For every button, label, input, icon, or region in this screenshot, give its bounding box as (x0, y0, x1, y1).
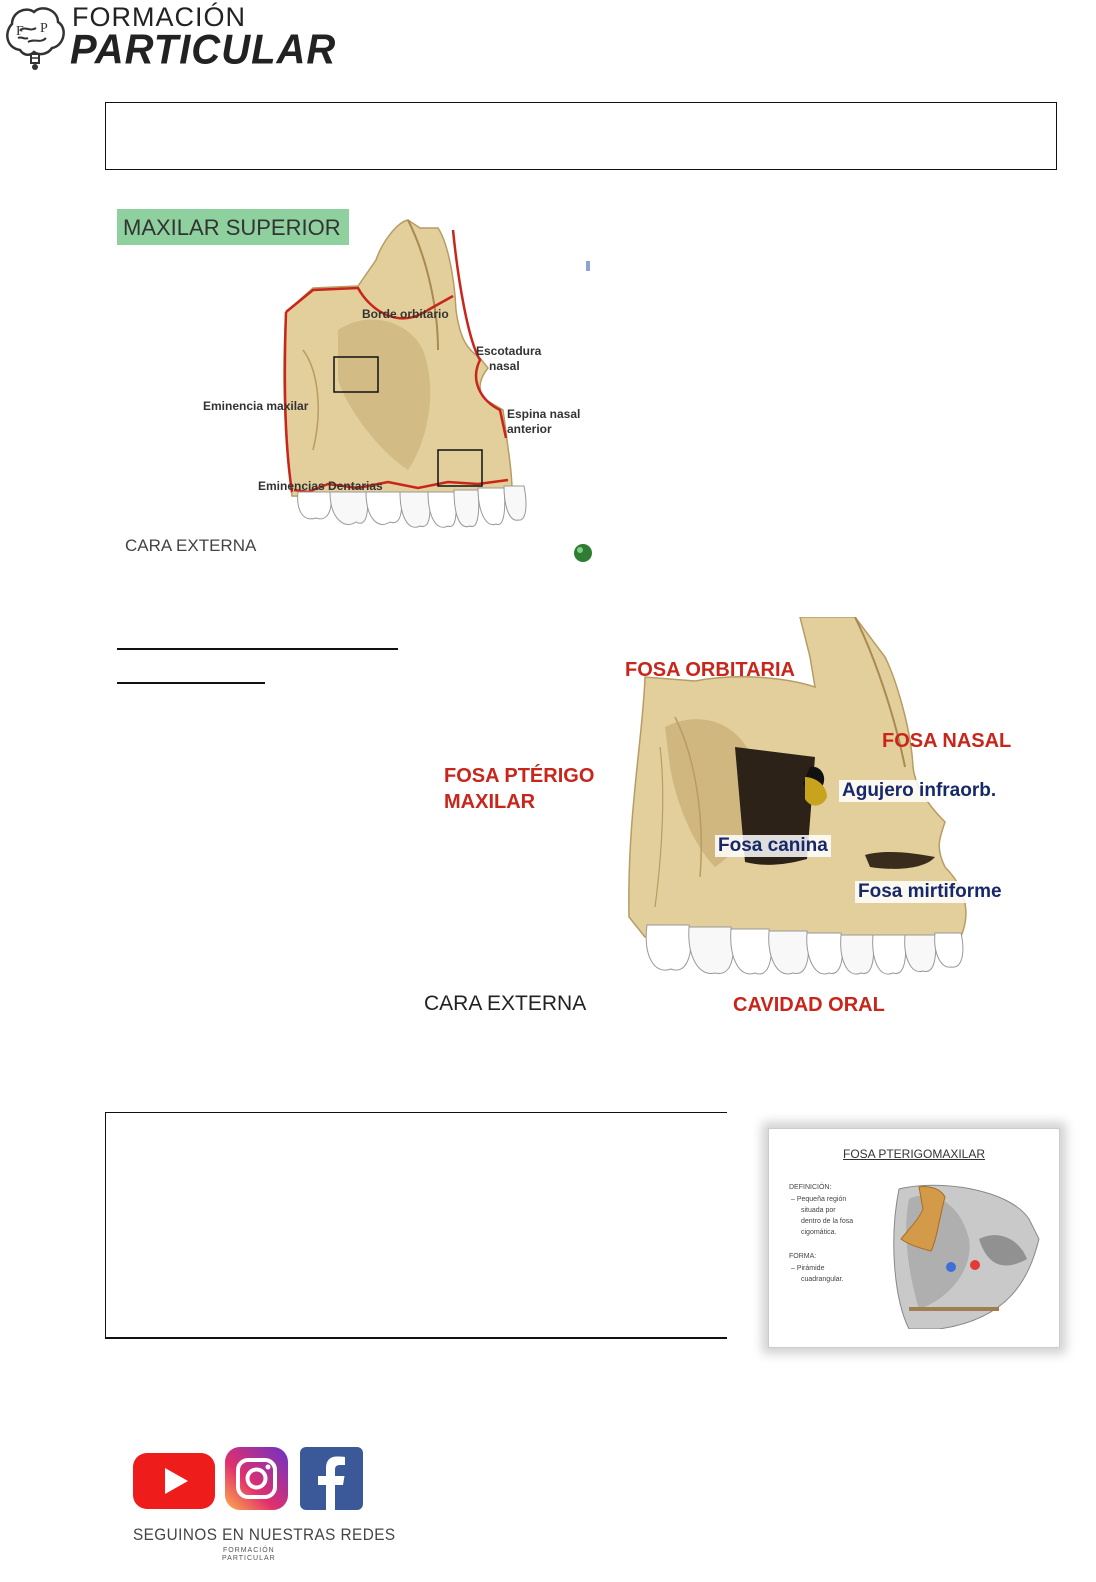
social-block: SEGUINOS EN NUESTRAS REDES FORMACIÓN PAR… (130, 1445, 395, 1575)
social-tagline: SEGUINOS EN NUESTRAS REDES (133, 1525, 396, 1544)
instagram-icon[interactable] (225, 1447, 288, 1510)
blank-line-1[interactable] (117, 648, 398, 650)
slide-title: FOSA PTERIGOMAXILAR (842, 1147, 986, 1161)
skull-illustration (893, 1184, 1040, 1329)
label-fosa-canina: Fosa canina (715, 835, 831, 857)
maxilar-superior-figure: Borde orbitario Escotadura nasal Eminenc… (108, 200, 618, 575)
figure1-title: MAXILAR SUPERIOR (117, 209, 349, 245)
social-brand-line-2: PARTICULAR (222, 1555, 276, 1562)
slide-thumbnail-fosa-pterigomaxilar: FOSA PTERIGOMAXILAR DEFINICIÓN: – Pequeñ… (768, 1128, 1060, 1348)
brand-logo: F P FORMACIÓN PARTICULAR (0, 0, 335, 80)
label-escotadura: Escotadura (476, 344, 542, 358)
label-fosa-mirtiforme: Fosa mirtiforme (855, 881, 1005, 903)
slide-bullet-definicion: DEFINICIÓN: (789, 1184, 832, 1191)
blank-line-2[interactable] (117, 682, 265, 684)
facebook-icon[interactable] (300, 1447, 363, 1510)
figure2-caption: CARA EXTERNA (424, 992, 587, 1015)
brain-lightbulb-icon: F P (6, 7, 65, 70)
label-fosa-orbitaria: FOSA ORBITARIA (625, 659, 795, 681)
label-eminencia-maxilar: Eminencia maxilar (203, 399, 309, 413)
slide-bullet-forma: FORMA: (789, 1253, 817, 1260)
slide-text-def-3: dentro de la fosa (801, 1218, 854, 1225)
answer-box-bottom[interactable] (105, 1112, 727, 1339)
social-brand-line-1: FORMACIÓN (222, 1547, 275, 1554)
social-brand-mark: FORMACIÓN PARTICULAR (222, 1547, 276, 1563)
figure1-caption: CARA EXTERNA (125, 536, 257, 555)
logo-line-1: FORMACIÓN (72, 2, 246, 32)
svg-text:P: P (40, 21, 48, 36)
svg-text:F: F (16, 24, 24, 39)
answer-box-top[interactable] (105, 102, 1057, 170)
logo-line-2: PARTICULAR (70, 26, 337, 74)
slide-text-def-1: – Pequeña región (791, 1196, 847, 1203)
slide-text-forma-1: – Pirámide (791, 1265, 825, 1272)
label-borde-orbitario: Borde orbitario (362, 307, 449, 321)
label-cavidad-oral: CAVIDAD ORAL (733, 994, 885, 1016)
maxilla-external-figure: FOSA ORBITARIA FOSA NASAL FOSA PTÉRIGO M… (415, 616, 1045, 1027)
label-fosa-pterigo-2: MAXILAR (444, 791, 536, 813)
label-agujero-infraorbitario: Agujero infraorb. (839, 780, 1000, 802)
maxilla-illustration (283, 219, 592, 562)
label-fosa-pterigo: FOSA PTÉRIGO (444, 765, 595, 787)
label-espina-nasal: Espina nasal (507, 407, 581, 421)
slide-text-forma-2: cuadrangular. (801, 1276, 844, 1283)
label-eminencias-dentarias: Eminencias Dentarias (258, 479, 383, 493)
label-escotadura-2: nasal (489, 359, 520, 373)
label-espina-nasal-2: anterior (507, 422, 552, 436)
youtube-icon[interactable] (133, 1449, 215, 1512)
label-fosa-nasal: FOSA NASAL (882, 730, 1012, 752)
slide-text-def-2: situada por (801, 1207, 836, 1214)
slide-text-def-4: cigomática. (801, 1229, 837, 1236)
maxilla-external-illustration (628, 616, 967, 975)
